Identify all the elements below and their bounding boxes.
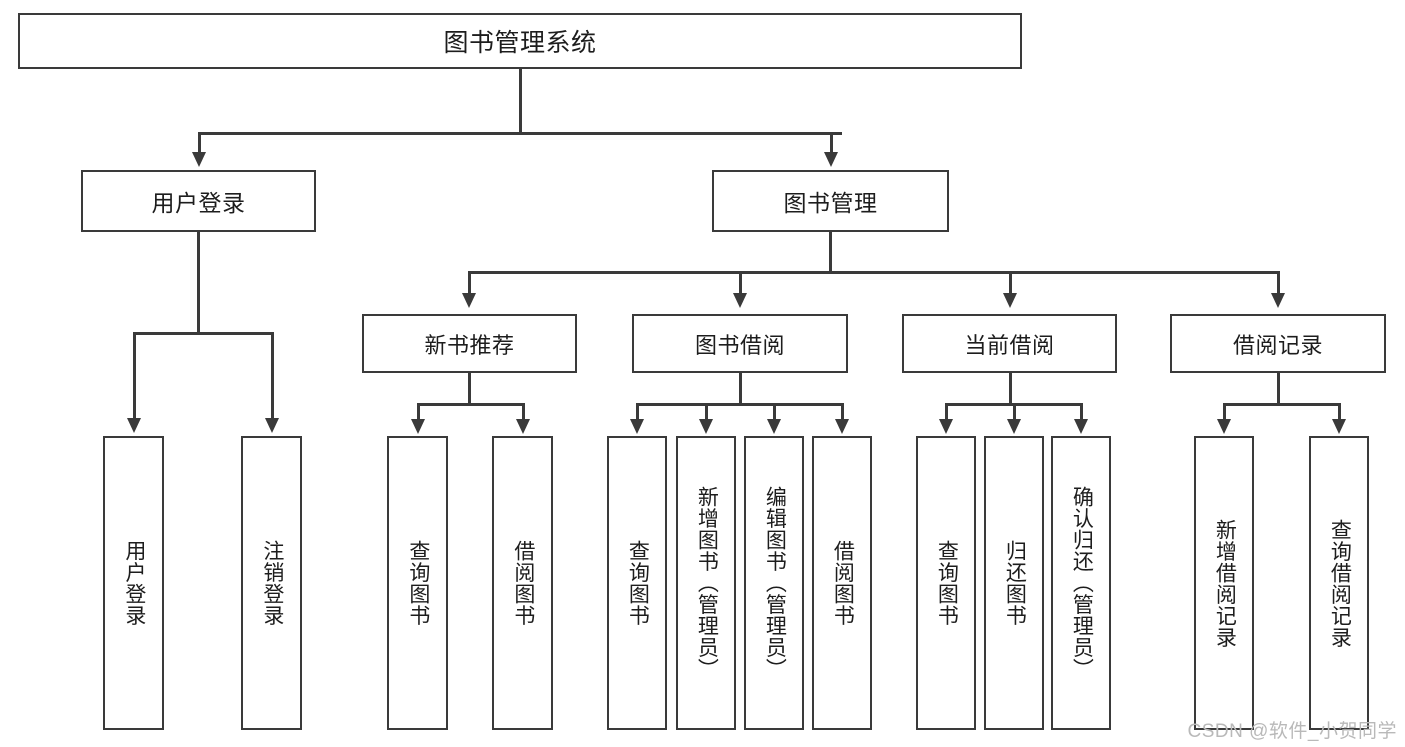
arrowhead-icon	[939, 419, 953, 434]
connector-bookmgmt-c3	[1009, 271, 1012, 295]
arrowhead-icon	[1271, 293, 1285, 308]
arrowhead-icon	[824, 152, 838, 167]
connector-currentborrow-bus	[945, 403, 1080, 406]
node-label: 注销登录	[260, 540, 284, 626]
arrowhead-icon	[1007, 419, 1021, 434]
connector-newbook-stem	[468, 373, 471, 405]
leaf-query-book-recommend[interactable]: 查询图书	[387, 436, 448, 730]
node-label: 确认归还（管理员）	[1070, 486, 1094, 680]
leaf-add-book-admin[interactable]: 新增图书（管理员）	[676, 436, 736, 730]
node-label: 借阅图书	[831, 540, 855, 626]
node-book-borrow[interactable]: 图书借阅	[632, 314, 848, 373]
connector-currentborrow-leaf2	[1013, 403, 1016, 421]
node-label: 借阅图书	[511, 540, 535, 626]
leaf-add-borrow-record[interactable]: 新增借阅记录	[1194, 436, 1254, 730]
connector-borrowrecord-leaf1	[1223, 403, 1226, 421]
node-label: 图书管理系统	[443, 29, 597, 57]
connector-borrowrecord-stem	[1277, 373, 1280, 405]
connector-newbook-bus	[417, 403, 525, 406]
arrowhead-icon	[127, 418, 141, 433]
connector-userlogin-stem	[197, 232, 200, 334]
connector-root-to-userlogin	[198, 132, 201, 154]
leaf-confirm-return-admin[interactable]: 确认归还（管理员）	[1051, 436, 1111, 730]
connector-borrowrecord-leaf2	[1338, 403, 1341, 421]
arrowhead-icon	[1003, 293, 1017, 308]
connector-root-to-bookmgmt	[830, 132, 833, 154]
node-label: 查询图书	[406, 540, 430, 626]
node-current-borrow[interactable]: 当前借阅	[902, 314, 1117, 373]
leaf-query-book-borrow[interactable]: 查询图书	[607, 436, 667, 730]
connector-bookmgmt-stem	[829, 232, 832, 274]
connector-bookborrow-leaf2	[705, 403, 708, 421]
leaf-user-logout[interactable]: 注销登录	[241, 436, 302, 730]
node-label: 用户登录	[151, 190, 246, 216]
arrowhead-icon	[192, 152, 206, 167]
node-label: 图书管理	[783, 190, 878, 216]
leaf-borrow-book-recommend[interactable]: 借阅图书	[492, 436, 553, 730]
leaf-query-book-current[interactable]: 查询图书	[916, 436, 976, 730]
connector-currentborrow-leaf1	[945, 403, 948, 421]
node-root-system[interactable]: 图书管理系统	[18, 13, 1022, 69]
node-label: 查询图书	[626, 540, 650, 626]
arrowhead-icon	[265, 418, 279, 433]
csdn-watermark: CSDN @软件_小贺同学	[1187, 721, 1397, 742]
connector-root-stem	[519, 69, 522, 134]
connector-currentborrow-leaf3	[1080, 403, 1083, 421]
arrowhead-icon	[1217, 419, 1231, 434]
connector-bookmgmt-c1	[468, 271, 471, 295]
connector-bookborrow-leaf4	[841, 403, 844, 421]
node-label: 归还图书	[1003, 540, 1027, 626]
arrowhead-icon	[411, 419, 425, 434]
connector-bookmgmt-bus	[468, 271, 1279, 274]
arrowhead-icon	[516, 419, 530, 434]
connector-bookmgmt-c4	[1277, 271, 1280, 295]
leaf-edit-book-admin[interactable]: 编辑图书（管理员）	[744, 436, 804, 730]
arrowhead-icon	[733, 293, 747, 308]
connector-borrowrecord-bus	[1223, 403, 1340, 406]
connector-bookborrow-bus	[636, 403, 843, 406]
arrowhead-icon	[1332, 419, 1346, 434]
node-new-book-recommend[interactable]: 新书推荐	[362, 314, 577, 373]
node-label: 新增图书（管理员）	[695, 486, 719, 680]
connector-bookborrow-stem	[739, 373, 742, 405]
node-label: 查询借阅记录	[1328, 518, 1352, 648]
node-label: 新书推荐	[424, 332, 515, 358]
leaf-borrow-book[interactable]: 借阅图书	[812, 436, 872, 730]
leaf-query-borrow-record[interactable]: 查询借阅记录	[1309, 436, 1369, 730]
arrowhead-icon	[699, 419, 713, 434]
leaf-return-book[interactable]: 归还图书	[984, 436, 1044, 730]
leaf-user-login[interactable]: 用户登录	[103, 436, 164, 730]
connector-bookborrow-leaf1	[636, 403, 639, 421]
connector-currentborrow-stem	[1009, 373, 1012, 405]
node-user-login[interactable]: 用户登录	[81, 170, 316, 232]
node-label: 编辑图书（管理员）	[763, 486, 787, 680]
node-label: 用户登录	[122, 540, 146, 626]
node-label: 当前借阅	[964, 332, 1055, 358]
node-label: 新增借阅记录	[1213, 518, 1237, 648]
connector-userlogin-leaf2	[271, 332, 274, 420]
connector-bookmgmt-c2	[739, 271, 742, 295]
arrowhead-icon	[1074, 419, 1088, 434]
arrowhead-icon	[767, 419, 781, 434]
connector-newbook-leaf2	[522, 403, 525, 421]
node-label: 图书借阅	[694, 332, 785, 358]
node-label: 借阅记录	[1232, 332, 1323, 358]
connector-root-bus	[198, 132, 842, 135]
node-borrow-record[interactable]: 借阅记录	[1170, 314, 1386, 373]
arrowhead-icon	[462, 293, 476, 308]
connector-userlogin-leaf1	[133, 332, 136, 420]
node-label: 查询图书	[935, 540, 959, 626]
connector-newbook-leaf1	[417, 403, 420, 421]
connector-userlogin-bus	[133, 332, 274, 335]
arrowhead-icon	[835, 419, 849, 434]
node-book-management[interactable]: 图书管理	[712, 170, 949, 232]
connector-bookborrow-leaf3	[773, 403, 776, 421]
arrowhead-icon	[630, 419, 644, 434]
